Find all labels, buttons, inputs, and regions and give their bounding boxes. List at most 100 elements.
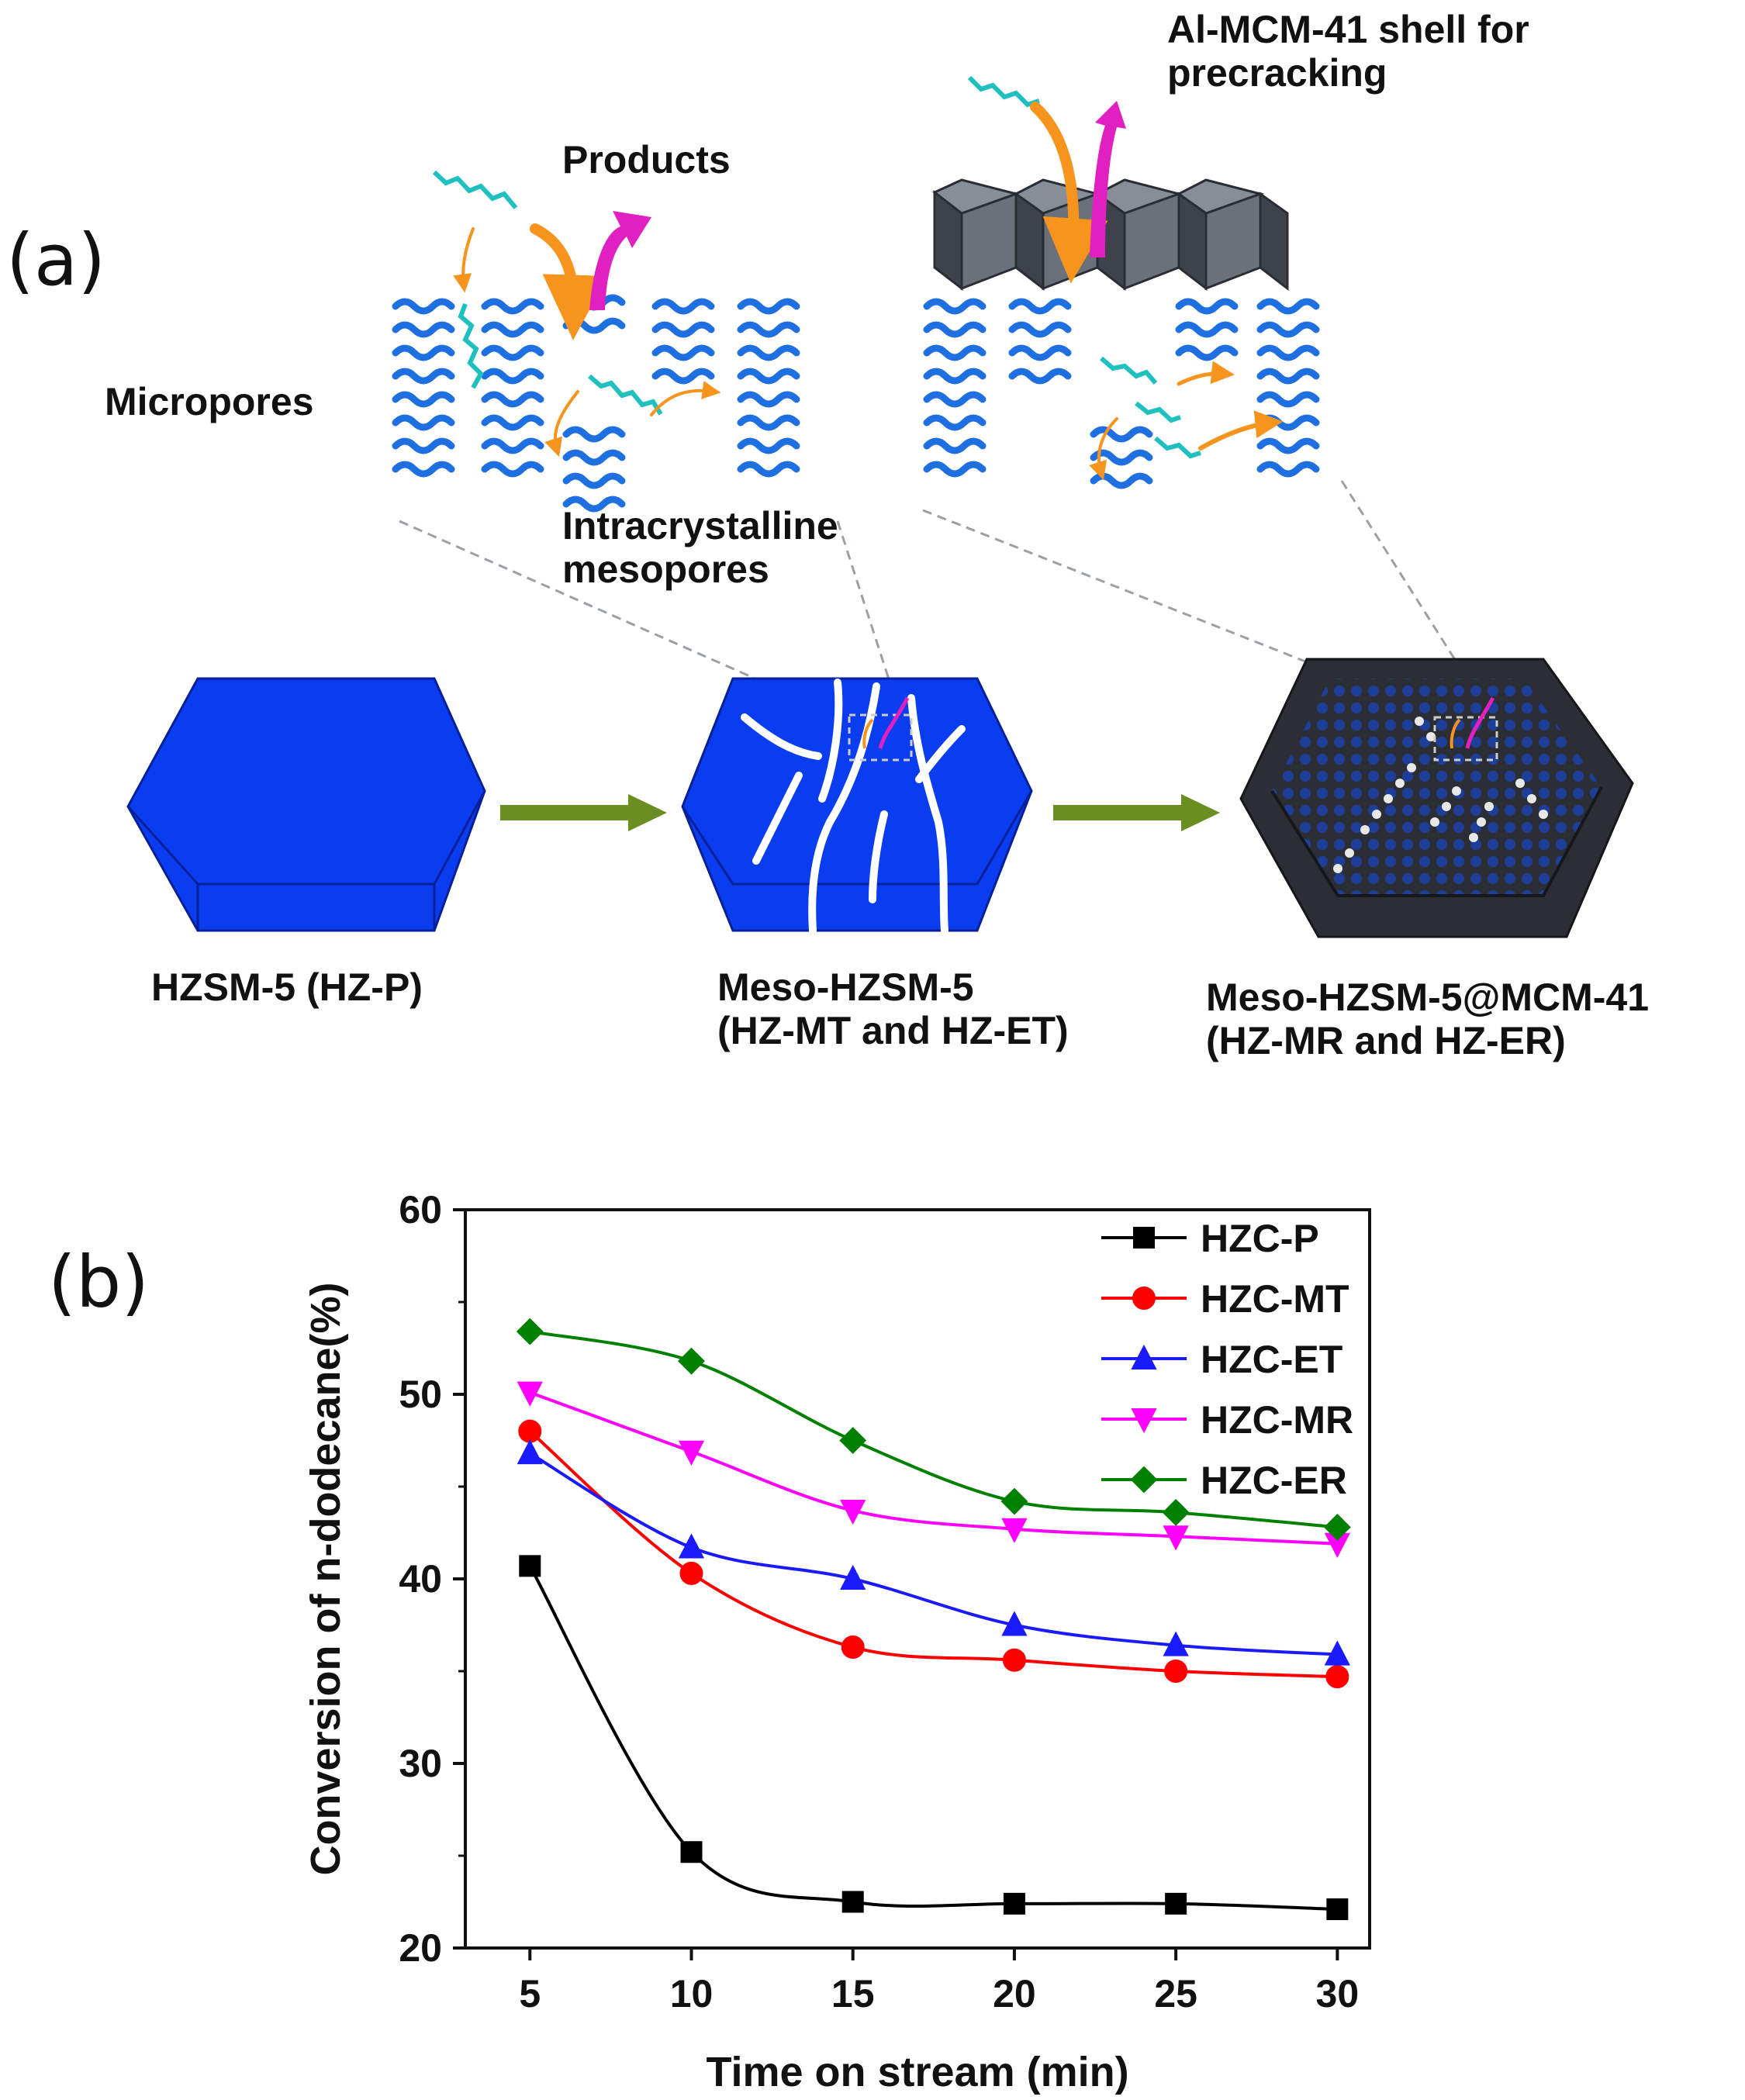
panel-a-label: (a)	[6, 219, 106, 302]
micropore-wave	[481, 298, 544, 315]
micropore-wave	[392, 437, 455, 454]
chart-legend: HZC-P HZC-MT HZC-ET HZC-MR HZC-ER	[1101, 1217, 1353, 1502]
data-point-hzc-mt	[1325, 1665, 1349, 1689]
legend-label: HZC-ER	[1201, 1459, 1347, 1502]
micropore-wave	[481, 344, 544, 361]
micropores-label: Micropores	[105, 380, 314, 423]
data-point-hzc-et	[840, 1564, 866, 1590]
legend-marker	[1132, 1287, 1156, 1310]
series-line-hzc-et	[529, 1452, 1338, 1656]
y-axis-title: Conversion of n-dodecane(%)	[302, 1282, 349, 1875]
series-line-hzc-er	[529, 1330, 1338, 1529]
micropore-wave	[737, 461, 800, 478]
micropore-wave	[1175, 321, 1239, 338]
micropore-wave	[1090, 426, 1153, 443]
series-line-hzc-p	[528, 1565, 1338, 1912]
data-point-hzc-p	[841, 1891, 864, 1913]
micropore-wave	[392, 321, 455, 338]
y-tick-label: 20	[399, 1926, 442, 1970]
data-point-hzc-mr	[1001, 1518, 1028, 1543]
micropore-wave	[562, 472, 626, 489]
data-point-hzc-et	[517, 1439, 543, 1465]
micropore-wave	[923, 298, 987, 315]
data-point-hzc-p	[1003, 1892, 1025, 1915]
micropore-wave	[923, 321, 987, 338]
micropore-wave	[392, 414, 455, 431]
x-tick-label: 20	[993, 1972, 1036, 2015]
product-arrows-magenta	[589, 101, 1126, 310]
micropore-wave	[392, 298, 455, 315]
x-tick-label: 15	[831, 1972, 875, 2015]
series-line-hzc-mt	[528, 1430, 1338, 1679]
diffusion-arrows-orange	[453, 102, 1284, 481]
data-point-hzc-mt	[518, 1419, 542, 1443]
data-point-hzc-et	[678, 1533, 705, 1559]
data-point-hzc-er	[678, 1347, 705, 1375]
x-tick-label: 10	[670, 1972, 714, 2015]
micropore-wave	[562, 426, 626, 443]
legend-label: HZC-MR	[1201, 1398, 1353, 1442]
data-point-hzc-mt	[1002, 1648, 1026, 1672]
meso-hzsm5-mcm41-label: Meso-HZSM-5@MCM-41 (HZ-MR and HZ-ER)	[1206, 976, 1649, 1062]
data-point-hzc-p	[1165, 1892, 1187, 1915]
micropore-wave	[392, 368, 455, 385]
y-tick-label: 40	[399, 1557, 442, 1601]
micropore-wave	[1256, 344, 1320, 361]
data-point-hzc-et	[1001, 1611, 1028, 1636]
series-line-hzc-mr	[529, 1390, 1338, 1546]
y-tick-label: 60	[399, 1188, 442, 1231]
micropore-wave	[737, 437, 800, 454]
micropore-wave	[481, 414, 544, 431]
micropore-wave	[481, 391, 544, 408]
micropore-wave	[737, 298, 800, 315]
molecule-chains	[432, 75, 1201, 459]
y-tick-label: 50	[399, 1373, 442, 1416]
micropores-left-cluster	[392, 294, 800, 513]
x-tick-label: 5	[519, 1972, 541, 2015]
data-point-hzc-mr	[678, 1440, 705, 1466]
legend-label: HZC-ET	[1201, 1338, 1342, 1381]
meso-hzsm5-label: Meso-HZSM-5 (HZ-MT and HZ-ET)	[717, 965, 1069, 1052]
legend-marker	[1131, 1344, 1157, 1369]
micropore-wave	[923, 368, 987, 385]
panel-b-label: (b)	[48, 1241, 150, 1324]
data-point-hzc-er	[516, 1318, 544, 1345]
data-point-hzc-p	[519, 1555, 541, 1577]
micropore-wave	[651, 344, 715, 361]
micropore-wave	[392, 391, 455, 408]
micropore-wave	[651, 321, 715, 338]
micropore-wave	[481, 321, 544, 338]
data-point-hzc-er	[1000, 1487, 1028, 1515]
data-point-hzc-mt	[841, 1635, 865, 1660]
micropore-wave	[923, 437, 987, 454]
micropore-wave	[1256, 461, 1320, 478]
data-point-hzc-et	[1163, 1631, 1189, 1656]
data-point-hzc-et	[1324, 1640, 1351, 1666]
micropore-wave	[1256, 321, 1320, 338]
data-point-hzc-mr	[517, 1381, 543, 1407]
legend-marker	[1133, 1227, 1155, 1249]
data-point-hzc-er	[839, 1427, 867, 1454]
micropore-wave	[923, 344, 987, 361]
micropore-wave	[737, 321, 800, 338]
micropore-wave	[1008, 321, 1072, 338]
data-point-hzc-mt	[1164, 1660, 1188, 1683]
micropore-wave	[481, 437, 544, 454]
process-arrow-1	[500, 794, 667, 831]
micropore-wave	[481, 368, 544, 385]
crystal-meso-hzsm5	[681, 677, 1033, 934]
legend-label: HZC-MT	[1201, 1277, 1349, 1321]
legend-label: HZC-P	[1201, 1217, 1319, 1260]
micropore-wave	[923, 414, 987, 431]
products-label: Products	[562, 138, 731, 181]
x-tick-label: 30	[1316, 1972, 1360, 2015]
micropore-wave	[737, 414, 800, 431]
data-point-hzc-p	[1326, 1898, 1349, 1921]
micropore-wave	[1008, 368, 1072, 385]
micropore-wave	[562, 496, 626, 513]
micropore-wave	[481, 461, 544, 478]
micropore-wave	[392, 461, 455, 478]
micropore-wave	[737, 344, 800, 361]
data-point-hzc-mr	[1163, 1525, 1189, 1551]
micropore-wave	[923, 391, 987, 408]
